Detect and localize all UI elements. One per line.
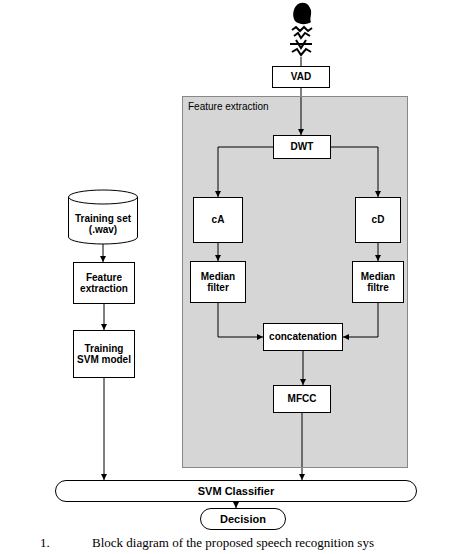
node-label: cD	[372, 214, 385, 226]
connector-arrow	[104, 304, 105, 330]
region-panel: Feature extractionDWT cA cD Median filter Me…	[182, 96, 408, 468]
node-label: Median filter	[191, 271, 245, 294]
node-label: SVM Classifier	[198, 485, 274, 498]
node-label: Training set (.wav)	[68, 213, 138, 236]
node-label: VAD	[291, 71, 311, 83]
process-box: Feature extraction	[73, 262, 135, 304]
connector-arrow	[218, 147, 273, 197]
connector-arrow	[104, 378, 105, 480]
connector-arrow	[343, 303, 378, 337]
connector-arrow	[218, 303, 263, 337]
decision-terminal: Decision	[200, 508, 286, 530]
node-label: concatenation	[269, 331, 337, 343]
process-box: Training SVM model	[73, 330, 135, 378]
connector-arrow	[302, 413, 303, 480]
figure-number: 1.	[40, 535, 50, 551]
connector-arrow	[378, 243, 379, 261]
node-label: Feature extraction	[188, 101, 269, 113]
classifier-band: SVM Classifier	[55, 480, 417, 502]
figure-caption: Block diagram of the proposed speech rec…	[92, 535, 374, 551]
coefficient-box: cD	[355, 197, 401, 243]
node-label: cA	[212, 214, 225, 226]
process-box: DWT	[273, 135, 331, 159]
node-label: Feature extraction	[74, 272, 134, 295]
connector-arrow	[331, 147, 378, 197]
database-cylinder: Training set (.wav)	[68, 190, 138, 244]
node-label: MFCC	[288, 393, 317, 405]
node-label: Decision	[220, 513, 266, 526]
process-box: concatenation	[263, 323, 343, 351]
connector-arrow	[303, 351, 304, 385]
process-box: VAD	[272, 66, 330, 88]
node-label: Median filtre	[353, 271, 403, 294]
node-label: Training SVM model	[74, 343, 134, 366]
region-fill	[182, 96, 408, 468]
coefficient-box: cA	[193, 197, 243, 243]
filter-box: Median filtre	[352, 261, 404, 303]
connector-arrow	[103, 244, 104, 262]
node-label: DWT	[291, 141, 314, 153]
signal-line	[301, 57, 302, 66]
filter-box: Median filter	[190, 261, 246, 303]
process-box: MFCC	[273, 385, 331, 413]
connector-arrow	[218, 243, 219, 261]
speech-wave-icon	[290, 3, 312, 55]
